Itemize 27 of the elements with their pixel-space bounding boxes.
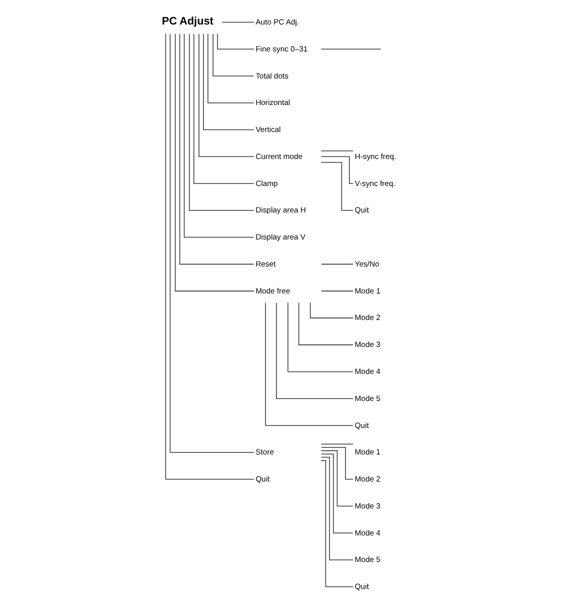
connector [264, 302, 354, 426]
connector [276, 302, 353, 399]
connector [320, 264, 354, 265]
connector [202, 34, 254, 130]
connector [320, 450, 353, 506]
connector [216, 33, 254, 50]
connector [320, 460, 354, 588]
connector [174, 33, 254, 292]
connector [298, 302, 353, 346]
connector [320, 454, 353, 534]
connector [221, 22, 254, 23]
connector [188, 34, 254, 211]
connector [320, 447, 354, 480]
connector [320, 150, 354, 152]
connector [320, 290, 354, 292]
connector [287, 302, 353, 372]
connector [207, 33, 254, 104]
connector [212, 34, 254, 76]
node-text: PC Adjust [161, 16, 213, 28]
connector [192, 33, 254, 184]
connector [309, 302, 353, 318]
connector [320, 456, 354, 560]
connector [183, 33, 254, 238]
connector [320, 48, 381, 50]
connector [320, 156, 354, 184]
connector [178, 34, 254, 265]
connector [198, 34, 254, 158]
